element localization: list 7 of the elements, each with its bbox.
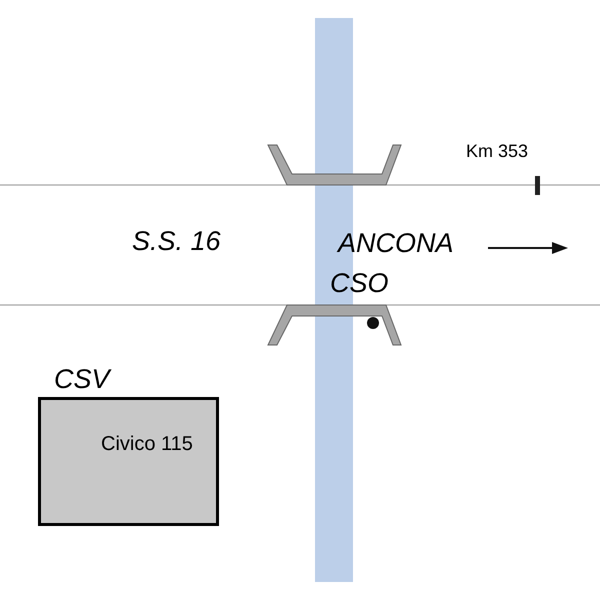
camera-label: CSO <box>330 270 389 297</box>
camera-label: CSV <box>54 366 110 393</box>
road-name-label: S.S. 16 <box>132 228 221 255</box>
building-label: Civico 115 <box>101 434 193 454</box>
kilometer-label: Km 353 <box>466 142 528 160</box>
building-box <box>38 397 219 526</box>
direction-label: ANCONA <box>338 230 454 257</box>
